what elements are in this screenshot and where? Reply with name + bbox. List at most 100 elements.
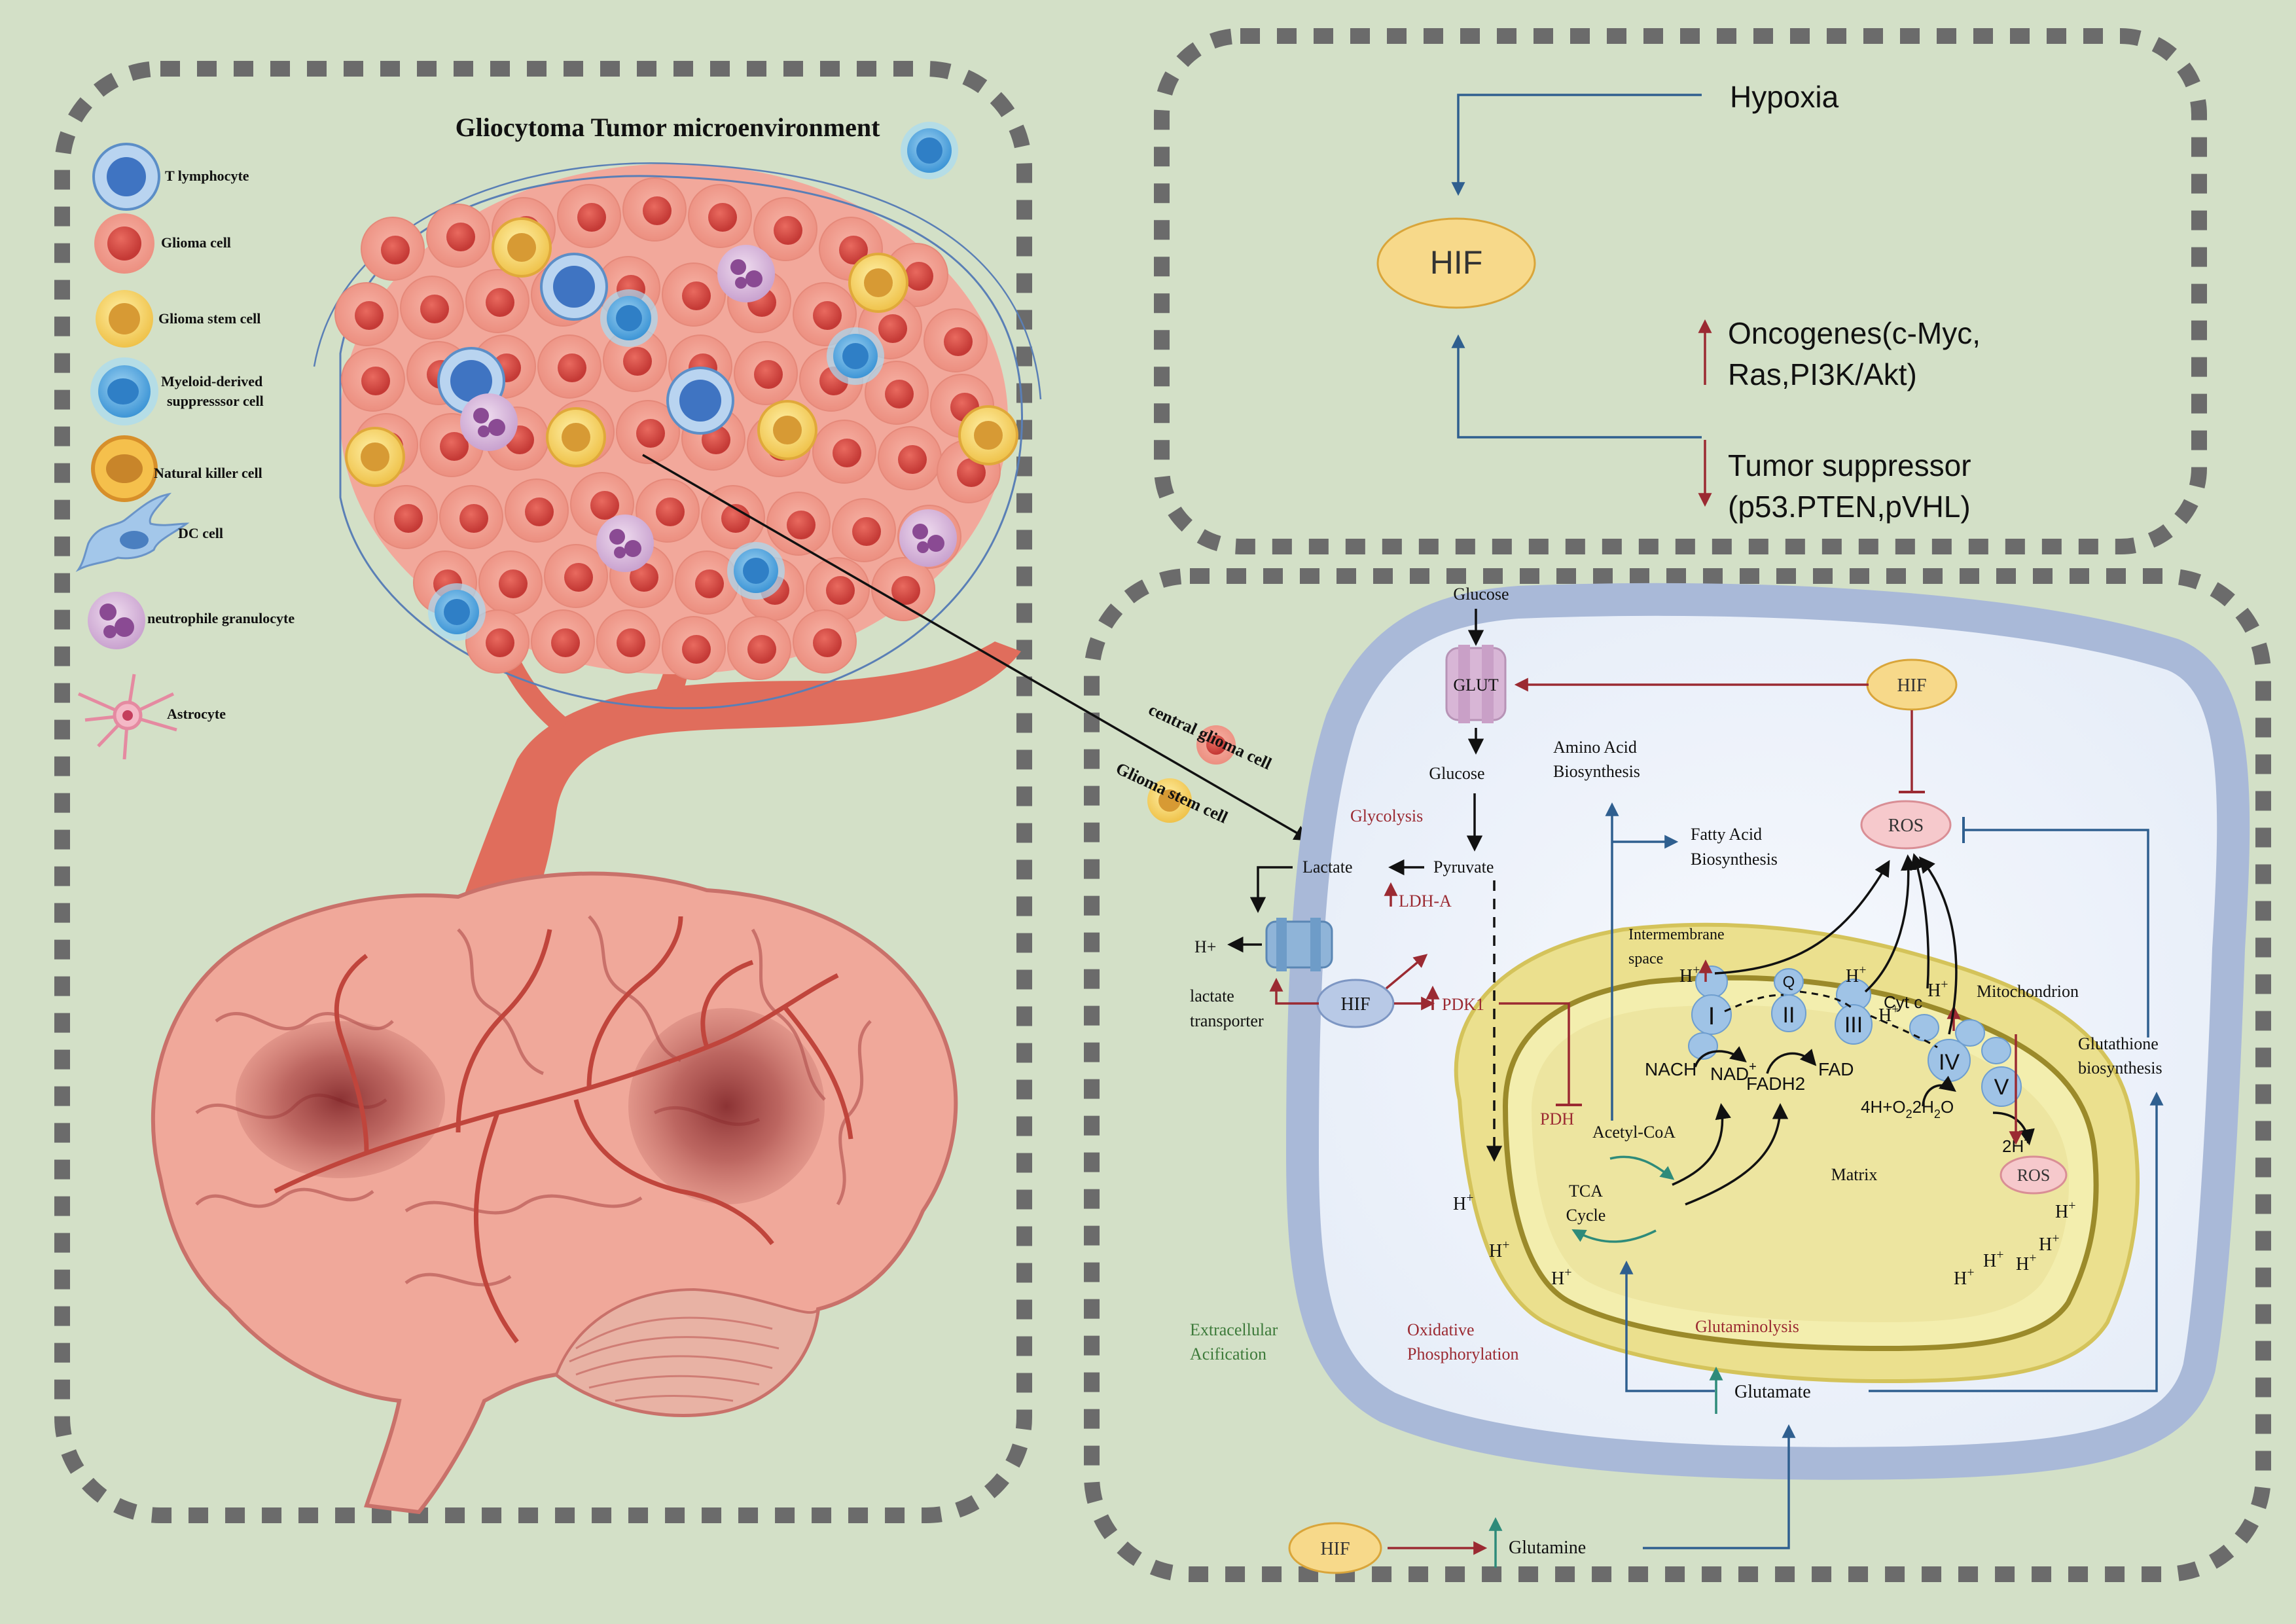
glioma-cell-nucleus <box>813 301 842 330</box>
neutrophil <box>460 393 518 451</box>
legend <box>75 143 190 760</box>
complex-iv-label: IV <box>1939 1050 1960 1075</box>
glutathione-label-1: Glutathione <box>2078 1034 2159 1053</box>
legend-label-nk-cell: Natural killer cell <box>154 465 262 481</box>
ros-top-node <box>1860 800 1952 850</box>
glioma-cell-nucleus <box>459 504 488 533</box>
lactate-transporter-icon <box>1265 918 1333 971</box>
t-lymphocyte <box>666 367 734 435</box>
proton-marker: H+ <box>1983 1248 2004 1271</box>
oncogenes-line2: Ras,PI3K/Akt) <box>1728 357 1917 391</box>
glutamate-label: Glutamate <box>1734 1382 1811 1402</box>
ros-mito-label: ROS <box>2017 1166 2051 1185</box>
nk-cell-icon <box>91 435 158 502</box>
amino-acid-label-2: Biosynthesis <box>1553 762 1640 781</box>
glioma-cell-nucleus <box>774 216 802 245</box>
proton-marker: H+ <box>1489 1238 1510 1261</box>
glioma-cell-nucleus <box>754 360 783 389</box>
complex-v-label: V <box>1994 1075 2009 1100</box>
glioma-cell-nucleus <box>577 203 606 232</box>
pyruvate-label: Pyruvate <box>1433 857 1494 876</box>
hif-top-right-label: HIF <box>1897 676 1926 696</box>
glioma-cell-nucleus <box>708 203 737 232</box>
glioma-cell-nucleus <box>695 569 724 598</box>
glioma-cell-nucleus <box>885 380 914 408</box>
intermembrane-label-2: space <box>1628 950 1663 967</box>
nach-label: NACH <box>1645 1059 1696 1079</box>
hif-regulation-panel <box>1154 28 2207 554</box>
glioma-cell-nucleus <box>381 236 410 264</box>
glioma-cell-nucleus <box>682 635 711 664</box>
glioma-cell-nucleus <box>852 517 881 546</box>
fadh2-label: FADH2 <box>1746 1074 1805 1094</box>
regulators-to-hif-arrow <box>1451 334 1702 439</box>
ox-phos-label-2: Phosphorylation <box>1407 1344 1518 1363</box>
t-lymphocyte-icon <box>92 143 160 211</box>
hif-center-label: HIF <box>1340 994 1370 1015</box>
lactate-transporter-label-2: transporter <box>1190 1011 1264 1030</box>
h-plus-out-label: H+ <box>1194 937 1216 956</box>
neutrophil <box>596 514 654 572</box>
proton-marker: H+ <box>1679 963 1700 986</box>
mdsc-icon <box>90 357 158 425</box>
oncogenes-line1: Oncogenes(c-Myc, <box>1728 316 1981 350</box>
astrocyte-icon <box>77 674 177 760</box>
glioma-cell-nucleus <box>361 367 390 395</box>
glycolysis-label: Glycolysis <box>1350 806 1423 825</box>
t-lymphocyte <box>540 253 608 321</box>
lactate-transporter-label-1: lactate <box>1190 986 1234 1005</box>
pdk1-label: PDK1 <box>1442 995 1484 1014</box>
mdsc-cell <box>727 542 785 600</box>
glucose-in-label: Glucose <box>1429 764 1484 783</box>
glioma-stem-cell <box>345 427 405 487</box>
fad-label: FAD <box>1818 1059 1854 1079</box>
proton-marker: H+ <box>1453 1191 1474 1214</box>
glioma-cell-nucleus <box>617 628 645 657</box>
glioma-cell-nucleus <box>636 419 665 448</box>
glioma-stem-cell <box>492 217 552 278</box>
ros-top-label: ROS <box>1888 816 1924 836</box>
glioma-cell-nucleus <box>891 576 920 605</box>
fatty-acid-label-2: Biosynthesis <box>1691 850 1778 869</box>
tumor-to-cell-arrow <box>642 454 1311 841</box>
suppressor-line1: Tumor suppressor <box>1728 448 1971 482</box>
glioma-cell-nucleus <box>486 288 514 317</box>
glioma-cell-icon <box>94 213 154 274</box>
glioma-cell-nucleus <box>630 563 658 592</box>
glioma-cell-nucleus <box>878 314 907 343</box>
glioma-cell-nucleus <box>643 196 672 225</box>
glioma-cell-nucleus <box>957 458 986 487</box>
legend-label-mdsc-1: Myeloid-derived <box>161 373 262 389</box>
proton-marker: H+ <box>1878 1002 1899 1026</box>
legend-label-neutrophil: neutrophile granulocyte <box>147 610 295 626</box>
glioma-cell-nucleus <box>656 497 685 526</box>
tca-label-1: TCA <box>1569 1182 1603 1200</box>
etc-complexes <box>1688 965 2022 1107</box>
hif-bottom-node <box>1288 1522 1382 1574</box>
mdsc-cell <box>827 327 884 385</box>
pdh-label: PDH <box>1540 1110 1574 1128</box>
proton-markers: H+ H+ H+ H+ H+ H+ H+ H+ H+ H+ H+ H+ <box>1453 963 2076 1289</box>
suppressor-line2: (p53.PTEN,pVHL) <box>1728 490 1971 524</box>
tumor-immune-cells <box>345 122 1018 641</box>
glutamine-label: Glutamine <box>1509 1538 1586 1558</box>
metabolism-arrows <box>1227 609 2164 1568</box>
glucose-out-label: Glucose <box>1453 585 1509 604</box>
legend-label-mdsc-2: suppresssor cell <box>167 393 264 409</box>
neutrophil <box>899 509 957 567</box>
glioma-cell-nucleus <box>898 445 927 474</box>
mitochondrion-label: Mitochondrion <box>1977 982 2079 1001</box>
tme-panel <box>54 61 1032 1523</box>
glioma-stem-cell <box>848 253 908 313</box>
hypoxia-label: Hypoxia <box>1730 80 1839 114</box>
glioma-cell-nucleus <box>525 497 554 526</box>
etc-electron-path <box>1724 990 1938 1049</box>
mdsc-cell <box>600 289 658 347</box>
glioma-cell-nucleus <box>420 295 449 323</box>
glioma-cell-nucleus <box>499 569 528 598</box>
hif-main-label: HIF <box>1430 244 1483 281</box>
proton-marker: H+ <box>2039 1231 2060 1255</box>
proton-marker: H+ <box>2055 1199 2076 1222</box>
hypoxia-to-hif-arrow <box>1451 94 1702 196</box>
glioma-cell-nucleus <box>564 563 593 592</box>
